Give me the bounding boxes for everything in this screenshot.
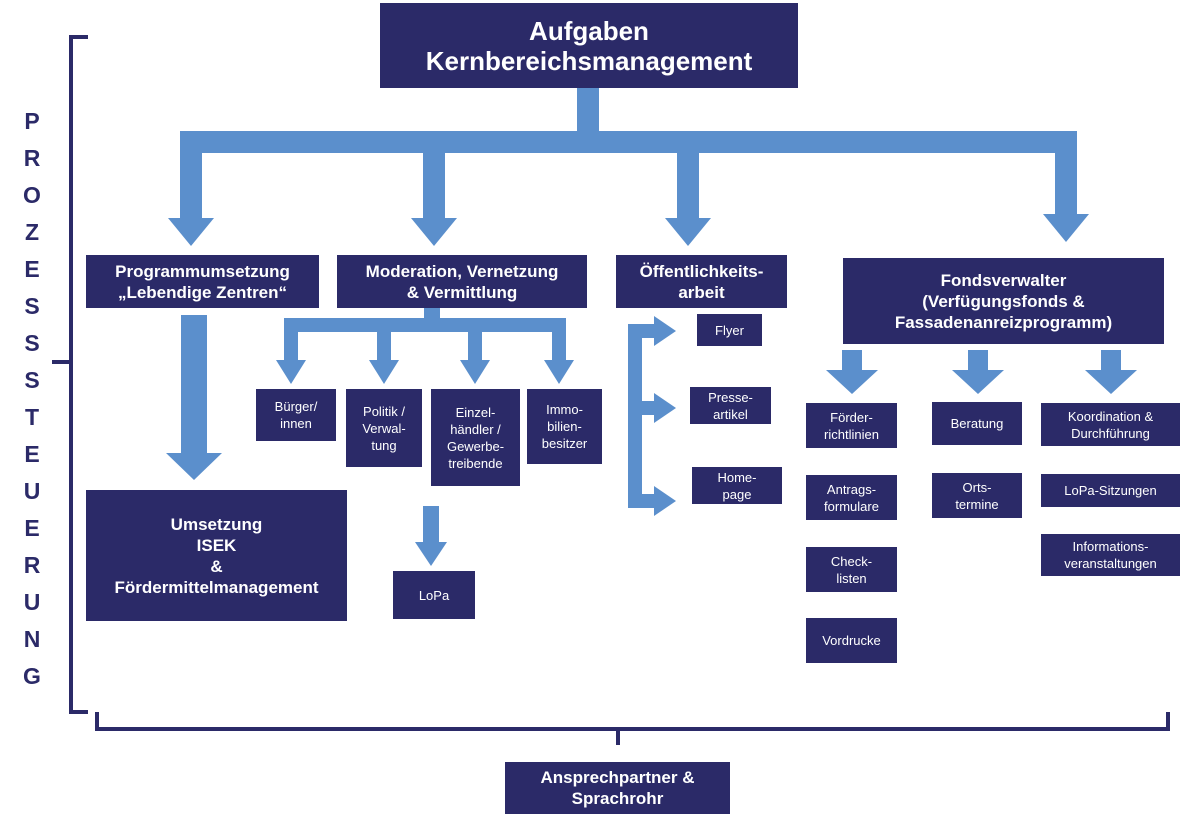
fonds-informationsveranstaltungen: Informations- veranstaltungen bbox=[1041, 534, 1180, 576]
fonds-beratung: Beratung bbox=[932, 402, 1022, 445]
umsetzung-box: Umsetzung ISEK & Fördermittelmanagement bbox=[86, 490, 347, 621]
fonds-arrows bbox=[826, 350, 1137, 394]
fonds-box: Fondsverwalter (Verfügungsfonds & Fassad… bbox=[843, 258, 1164, 344]
fonds-foerderrichtlinien: Förder- richtlinien bbox=[806, 403, 897, 448]
moderation-child-immobilien: Immo- bilien- besitzer bbox=[527, 389, 602, 464]
fonds-lopa-sitzungen: LoPa-Sitzungen bbox=[1041, 474, 1180, 507]
side-label-letter: R bbox=[23, 552, 41, 578]
side-label-letter: Z bbox=[24, 219, 40, 245]
side-label-letter: S bbox=[24, 293, 40, 319]
moderation-box: Moderation, Vernetzung & Vermittlung bbox=[337, 255, 587, 308]
bottom-label-box: Ansprechpartner & Sprachrohr bbox=[505, 762, 730, 814]
programm-box: Programmumsetzung „Lebendige Zentren“ bbox=[86, 255, 319, 308]
fonds-ortstermine: Orts- termine bbox=[932, 473, 1022, 518]
side-label-letter: S bbox=[24, 367, 40, 393]
side-label-letter: R bbox=[23, 145, 41, 171]
fonds-antragsformulare: Antrags- formulare bbox=[806, 475, 897, 520]
main-arrow-tree bbox=[168, 88, 1089, 246]
side-label-letter: E bbox=[24, 515, 40, 541]
programm-arrow bbox=[166, 315, 222, 480]
side-label-letter: O bbox=[23, 182, 41, 208]
oeffentlichkeit-child-presseartikel: Presse- artikel bbox=[690, 387, 771, 424]
side-label-letter: S bbox=[24, 330, 40, 356]
moderation-child-buerger: Bürger/ innen bbox=[256, 389, 336, 441]
side-label-letter: E bbox=[24, 256, 40, 282]
lopa-box: LoPa bbox=[393, 571, 475, 619]
oeffentlichkeit-child-homepage: Home- page bbox=[692, 467, 782, 504]
fonds-vordrucke: Vordrucke bbox=[806, 618, 897, 663]
side-label-letter: E bbox=[24, 441, 40, 467]
moderation-arrow-tree bbox=[276, 308, 574, 566]
side-label-letter: P bbox=[24, 108, 40, 134]
side-label-letter: N bbox=[23, 626, 41, 652]
oeffentlichkeit-arrow-tree bbox=[628, 316, 676, 516]
oeffentlichkeit-child-flyer: Flyer bbox=[697, 314, 762, 346]
fonds-koordination: Koordination & Durchführung bbox=[1041, 403, 1180, 446]
oeffentlichkeit-box: Öffentlichkeits- arbeit bbox=[616, 255, 787, 308]
side-label-letter: G bbox=[23, 663, 41, 689]
moderation-child-politik: Politik / Verwal- tung bbox=[346, 389, 422, 467]
title-box: Aufgaben Kernbereichsmanagement bbox=[380, 3, 798, 88]
moderation-child-einzelhaendler: Einzel- händler / Gewerbe- treibende bbox=[431, 389, 520, 486]
side-label-letter: U bbox=[23, 589, 41, 615]
fonds-checklisten: Check- listen bbox=[806, 547, 897, 592]
side-label-letter: T bbox=[24, 404, 40, 430]
left-bracket bbox=[52, 35, 88, 714]
bottom-bracket bbox=[95, 712, 1170, 745]
side-label-letter: U bbox=[23, 478, 41, 504]
